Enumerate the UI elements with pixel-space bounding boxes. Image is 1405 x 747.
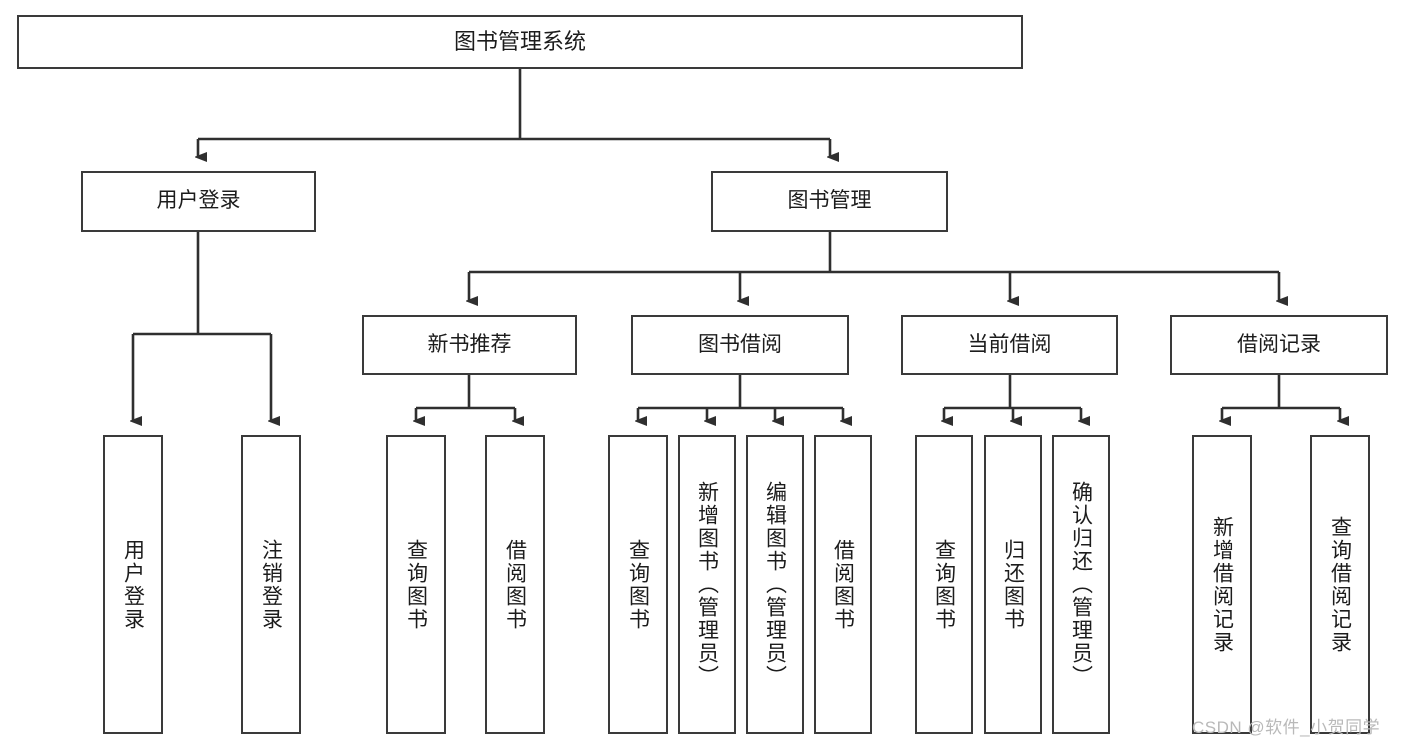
node-leaf-add-record-label: 新增借阅记录 — [1210, 515, 1234, 654]
node-leaf-user-login[interactable]: 用户登录 — [103, 435, 163, 734]
node-borrow-record-label: 借阅记录 — [1237, 332, 1321, 356]
node-leaf-logout-label: 注销登录 — [259, 538, 283, 631]
node-leaf-query-book-2[interactable]: 查询图书 — [608, 435, 668, 734]
node-leaf-query-record[interactable]: 查询借阅记录 — [1310, 435, 1370, 734]
node-leaf-query-book-2-label: 查询图书 — [626, 538, 650, 631]
node-leaf-return-book-label: 归还图书 — [1001, 538, 1025, 631]
watermark: CSDN @软件_小贺同学 — [1192, 718, 1381, 737]
node-user-login-label: 用户登录 — [156, 189, 241, 213]
node-leaf-borrow-book-2[interactable]: 借阅图书 — [814, 435, 872, 734]
node-book-manage[interactable]: 图书管理 — [711, 171, 948, 232]
node-leaf-borrow-book-1-label: 借阅图书 — [503, 538, 527, 631]
node-leaf-confirm-return[interactable]: 确认归还（管理员） — [1052, 435, 1110, 734]
node-current-borrow-label: 当前借阅 — [967, 332, 1052, 356]
node-leaf-query-book-1[interactable]: 查询图书 — [386, 435, 446, 734]
node-new-book-rec-label: 新书推荐 — [427, 332, 512, 356]
node-leaf-query-book-1-label: 查询图书 — [404, 538, 428, 631]
node-leaf-return-book[interactable]: 归还图书 — [984, 435, 1042, 734]
node-leaf-edit-book[interactable]: 编辑图书（管理员） — [746, 435, 804, 734]
node-leaf-query-record-label: 查询借阅记录 — [1328, 515, 1352, 654]
node-leaf-logout[interactable]: 注销登录 — [241, 435, 301, 734]
node-book-manage-label: 图书管理 — [787, 189, 872, 213]
node-current-borrow[interactable]: 当前借阅 — [901, 315, 1118, 375]
node-root[interactable]: 图书管理系统 — [17, 15, 1023, 69]
node-leaf-add-book[interactable]: 新增图书（管理员） — [678, 435, 736, 734]
node-leaf-borrow-book-1[interactable]: 借阅图书 — [485, 435, 545, 734]
node-book-borrow-label: 图书借阅 — [698, 332, 782, 356]
node-leaf-add-record[interactable]: 新增借阅记录 — [1192, 435, 1252, 734]
node-leaf-query-book-3-label: 查询图书 — [932, 538, 956, 631]
node-leaf-borrow-book-2-label: 借阅图书 — [831, 538, 855, 631]
node-user-login[interactable]: 用户登录 — [81, 171, 316, 232]
node-leaf-confirm-return-label: 确认归还（管理员） — [1069, 481, 1093, 688]
node-leaf-edit-book-label: 编辑图书（管理员） — [763, 481, 787, 688]
node-leaf-user-login-label: 用户登录 — [121, 538, 145, 631]
node-leaf-add-book-label: 新增图书（管理员） — [695, 481, 719, 688]
node-book-borrow[interactable]: 图书借阅 — [631, 315, 849, 375]
node-root-label: 图书管理系统 — [453, 29, 586, 55]
node-leaf-query-book-3[interactable]: 查询图书 — [915, 435, 973, 734]
node-borrow-record[interactable]: 借阅记录 — [1170, 315, 1388, 375]
node-new-book-rec[interactable]: 新书推荐 — [362, 315, 577, 375]
